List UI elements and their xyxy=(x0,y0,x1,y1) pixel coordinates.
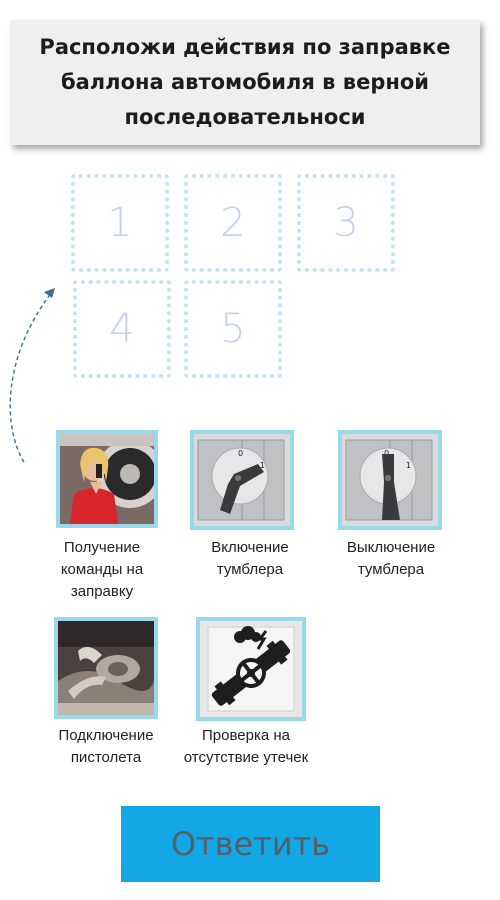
card-label: Проверка на отсутствие утечек xyxy=(183,727,309,766)
drag-hint-arrow xyxy=(9,288,55,463)
drop-slot-5[interactable]: 5 xyxy=(184,280,282,378)
svg-text:0: 0 xyxy=(384,449,389,458)
card-leak-check[interactable] xyxy=(196,617,306,721)
drop-slot-2[interactable]: 2 xyxy=(184,174,282,272)
answer-button[interactable]: Ответить xyxy=(121,806,380,882)
rotary-switch-off-icon: 0 1 xyxy=(342,434,438,526)
rotary-switch-on-icon: 0 1 xyxy=(194,434,290,526)
card-label: Подключение пистолета xyxy=(58,727,154,766)
drop-slot-3[interactable]: 3 xyxy=(297,174,395,272)
pipe-leak-icon xyxy=(200,621,302,717)
task-title: Расположи действия по заправке баллона а… xyxy=(39,35,451,129)
svg-text:1: 1 xyxy=(260,461,265,470)
card-switch-on[interactable]: 0 1 xyxy=(190,430,294,530)
card-label: Получение команды на заправку xyxy=(60,539,144,600)
slot-number: 1 xyxy=(107,200,133,246)
card-label: Включение тумблера xyxy=(211,539,289,578)
slot-number: 2 xyxy=(220,200,246,246)
slot-number: 5 xyxy=(220,306,246,352)
drop-slot-4[interactable]: 4 xyxy=(73,280,171,378)
task-header: Расположи действия по заправке баллона а… xyxy=(10,20,480,145)
slot-number: 4 xyxy=(109,306,135,352)
slot-number: 3 xyxy=(333,200,359,246)
card-receive-command[interactable] xyxy=(56,430,158,528)
woman-talking-on-radio-photo xyxy=(60,434,154,524)
card-switch-off[interactable]: 0 1 xyxy=(338,430,442,530)
card-connect-nozzle[interactable] xyxy=(54,617,158,719)
svg-text:0: 0 xyxy=(238,449,243,458)
fuel-nozzle-connection-photo xyxy=(58,621,154,715)
drop-slot-1[interactable]: 1 xyxy=(71,174,169,272)
card-label: Выключение тумблера xyxy=(346,539,436,578)
svg-text:1: 1 xyxy=(406,461,411,470)
